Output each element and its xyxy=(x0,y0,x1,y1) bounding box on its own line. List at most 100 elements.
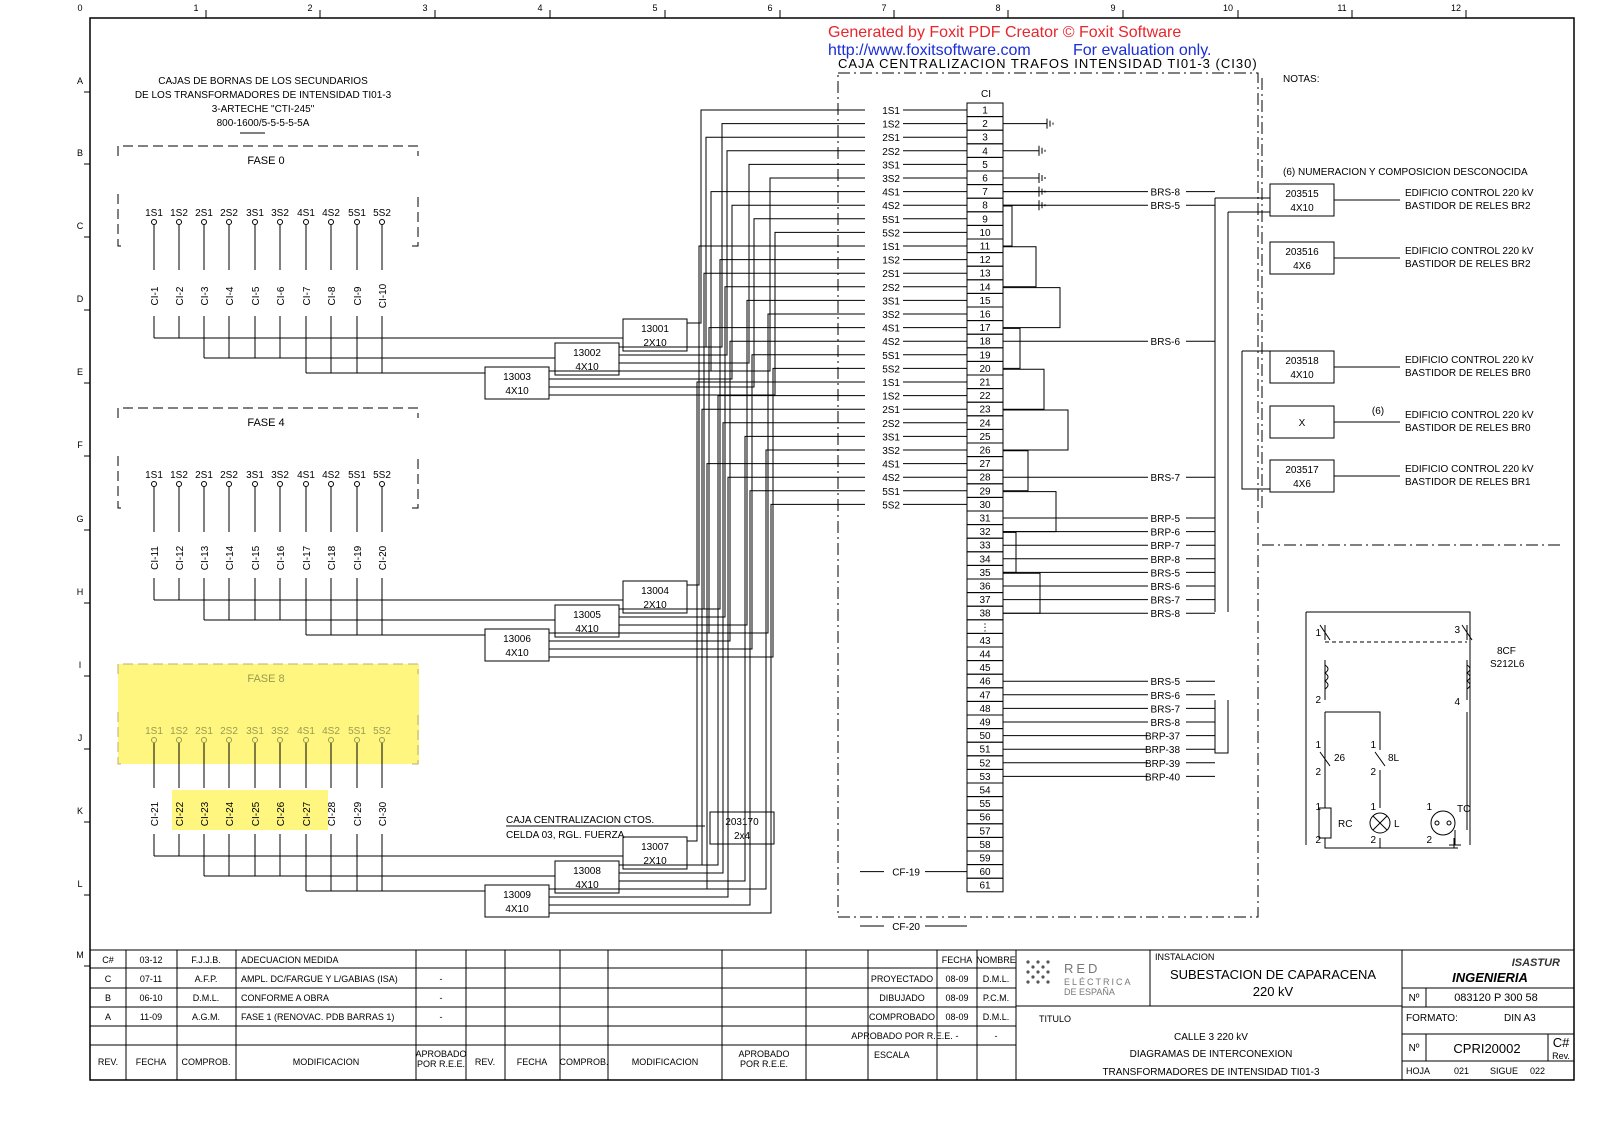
terminal-point xyxy=(252,219,258,225)
terminal-point xyxy=(151,219,157,225)
terminal-number: 59 xyxy=(979,854,991,865)
element-label: L xyxy=(1394,819,1400,830)
grid-column-label: 11 xyxy=(1337,3,1346,13)
terminal-number: 11 xyxy=(980,242,991,253)
grid-column-label: 10 xyxy=(1223,3,1233,13)
terminal-point xyxy=(303,737,309,743)
sigue-label: SIGUE xyxy=(1490,1066,1518,1076)
terminal-point xyxy=(354,737,360,743)
terminal-number: 16 xyxy=(979,310,991,321)
input-label: 2S1 xyxy=(882,133,900,144)
destination-line1: EDIFICIO CONTROL 220 kV xyxy=(1405,464,1534,475)
terminal-number: 56 xyxy=(979,813,991,824)
grid-row-label: K xyxy=(77,806,83,816)
terminal-point xyxy=(201,219,207,225)
destination-spec: 4X10 xyxy=(1290,203,1314,214)
output-label: BRP-6 xyxy=(1151,528,1181,539)
feed-wire xyxy=(549,367,831,658)
ct-header-line: DE LOS TRANSFORMADORES DE INTENSIDAD TI0… xyxy=(135,90,392,101)
breaker-label: S212L6 xyxy=(1490,659,1525,670)
terminal-point xyxy=(277,219,283,225)
cable-label: CI-20 xyxy=(378,545,389,570)
rev-header: MODIFICACION xyxy=(293,1057,360,1067)
feed-wire xyxy=(619,435,831,882)
strip-outputs: BRS-8BRS-5BRS-6BRS-7BRP-5BRP-6BRP-7BRP-8… xyxy=(1003,188,1270,783)
cable-label: CI-25 xyxy=(251,801,262,826)
doc-rev-value: C# xyxy=(1553,1035,1570,1050)
signoff-role: COMPROBADO xyxy=(869,1012,935,1022)
rev-header: REV. xyxy=(475,1057,495,1067)
signoff-date: - xyxy=(956,1031,959,1041)
terminal-number: 2 xyxy=(982,119,988,130)
lamp xyxy=(1369,812,1391,834)
terminal-number: 29 xyxy=(979,486,991,497)
terminal-point xyxy=(379,737,385,743)
terminal-point xyxy=(252,737,258,743)
destination-spec: 4X6 xyxy=(1293,261,1311,272)
element-label: TC xyxy=(1457,804,1470,815)
rev-cell: D.M.L. xyxy=(193,993,220,1003)
manguera-spec: 2X10 xyxy=(643,856,667,867)
feed-wire xyxy=(549,490,831,906)
terminal-number: 48 xyxy=(979,704,991,715)
input-label: 3S2 xyxy=(882,446,900,457)
input-label: 2S2 xyxy=(882,283,900,294)
terminal-point xyxy=(201,737,207,743)
terminal-number: 14 xyxy=(979,282,991,293)
input-label: 3S2 xyxy=(882,174,900,185)
phase-box xyxy=(117,145,419,247)
logo-line2: ELÉCTRICA xyxy=(1064,977,1133,987)
terminal-number: 23 xyxy=(979,405,991,416)
titulo-line3: TRANSFORMADORES DE INTENSIDAD TI01-3 xyxy=(1102,1067,1320,1078)
rev-cell: 03-12 xyxy=(139,955,162,965)
logo-dot xyxy=(1036,980,1040,984)
manguera-spec: 4X10 xyxy=(575,624,599,635)
destination-mark: (6) xyxy=(1372,406,1384,417)
terminal-number: 18 xyxy=(979,337,991,348)
destination-line2: BASTIDOR DE RELES BR1 xyxy=(1405,477,1531,488)
signoff-name: D.M.L. xyxy=(983,1012,1010,1022)
grid-row-label: G xyxy=(76,514,83,524)
signoff-role: PROYECTADO xyxy=(871,974,933,984)
grid-column-label: 5 xyxy=(652,3,657,13)
hoja-label: HOJA xyxy=(1406,1066,1430,1076)
rev-header: COMPROB. xyxy=(559,1057,608,1067)
strip-inputs: 1S11S22S12S23S13S24S14S25S15S21S11S22S12… xyxy=(831,106,967,933)
input-label: 2S1 xyxy=(882,405,900,416)
rev-cell: CONFORME A OBRA xyxy=(241,993,329,1003)
feed-wire xyxy=(687,109,831,324)
watermark-url[interactable]: http://www.foxitsoftware.com xyxy=(828,42,1031,59)
rev-cell: C# xyxy=(102,955,114,965)
feed-wire xyxy=(619,422,831,874)
output-label: BRP-39 xyxy=(1145,759,1180,770)
terminal-number: 20 xyxy=(979,364,991,375)
terminal-point xyxy=(201,481,207,487)
signoff-date: 08-09 xyxy=(945,993,968,1003)
manguera-box xyxy=(622,318,688,352)
phase-groups: FASE 01S1CI-11S2CI-22S1CI-32S2CI-43S1CI-… xyxy=(117,109,831,918)
jumper-wire xyxy=(1003,327,1021,369)
cable-label: CI-7 xyxy=(302,286,313,305)
manguera-id: 13007 xyxy=(641,842,669,853)
cable-label: CI-16 xyxy=(276,545,287,570)
destination-line1: EDIFICIO CONTROL 220 kV xyxy=(1405,188,1534,199)
feed-wire xyxy=(619,299,831,626)
input-label: 3S1 xyxy=(882,296,900,307)
ct-header-line: 3-ARTECHE "CTI-245" xyxy=(212,104,315,115)
logo-dot xyxy=(1031,965,1035,969)
cable-label: CI-1 xyxy=(150,286,161,305)
grid-row-label: I xyxy=(79,660,82,670)
logo-dot xyxy=(1036,960,1040,964)
cable-label: CI-29 xyxy=(353,801,364,826)
input-label: 3S1 xyxy=(882,432,900,443)
grid-column-label: 12 xyxy=(1451,3,1461,13)
terminal-number: 35 xyxy=(979,568,991,579)
cable-label: CI-22 xyxy=(175,801,186,826)
circuit-frame xyxy=(1305,611,1471,845)
ct-terminal-label: 3S2 xyxy=(271,726,289,737)
rev-cell: F.J.J.B. xyxy=(191,955,221,965)
logo-dot xyxy=(1036,970,1040,974)
logo-dot xyxy=(1046,980,1050,984)
grid-row-label: H xyxy=(77,587,84,597)
